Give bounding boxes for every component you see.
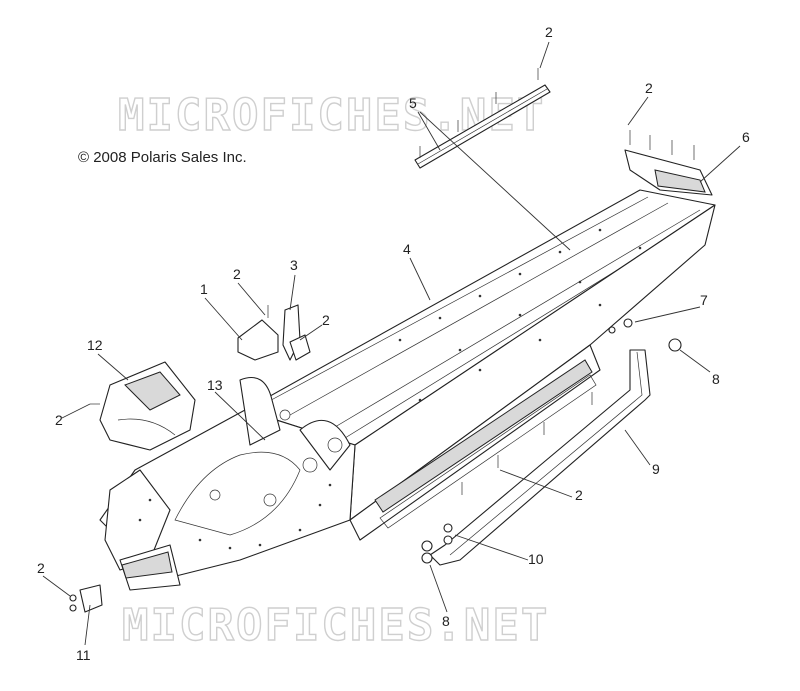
callout-8-bottom: 8 (442, 613, 450, 629)
front-frame-part (99, 376, 356, 591)
callout-8-right: 8 (712, 371, 720, 387)
callout-1: 1 (200, 281, 208, 297)
tunnel-part (244, 189, 716, 541)
callout-2-left: 2 (55, 412, 63, 428)
callout-12: 12 (87, 337, 103, 353)
callout-5: 5 (409, 95, 417, 111)
clip-part (69, 584, 103, 613)
callout-labels: 2 2 5 6 4 1 2 3 2 7 12 8 13 2 9 2 10 2 8… (37, 24, 750, 663)
front-bracket-part (237, 305, 279, 361)
callout-9: 9 (652, 461, 660, 477)
frame-rivets (138, 483, 332, 550)
rear-bracket-part (624, 130, 713, 196)
callout-2-side: 2 (575, 487, 583, 503)
steering-support-part (90, 361, 196, 451)
fasteners (421, 318, 682, 564)
mount-part (282, 304, 311, 361)
callout-2-bracket: 2 (233, 266, 241, 282)
callout-7: 7 (700, 292, 708, 308)
callout-2-rear: 2 (645, 80, 653, 96)
callout-2-top: 2 (545, 24, 553, 40)
callout-10: 10 (528, 551, 544, 567)
watermark-bottom: MICROFICHES.NET (122, 600, 549, 651)
rail-strip-part (414, 68, 551, 169)
tunnel-rivets (398, 228, 642, 402)
callout-2-clip: 2 (37, 560, 45, 576)
callout-11: 11 (76, 647, 91, 663)
callout-2-mount: 2 (322, 312, 330, 328)
callout-4: 4 (403, 241, 411, 257)
callout-13: 13 (207, 377, 223, 393)
watermark-top: MICROFICHES.NET (118, 90, 545, 141)
leader-lines (42, 41, 741, 646)
copyright-text: © 2008 Polaris Sales Inc. (78, 149, 247, 166)
bumper-part (429, 349, 651, 566)
callout-3: 3 (290, 257, 298, 273)
nut-7a (668, 338, 682, 352)
callout-6: 6 (742, 129, 750, 145)
